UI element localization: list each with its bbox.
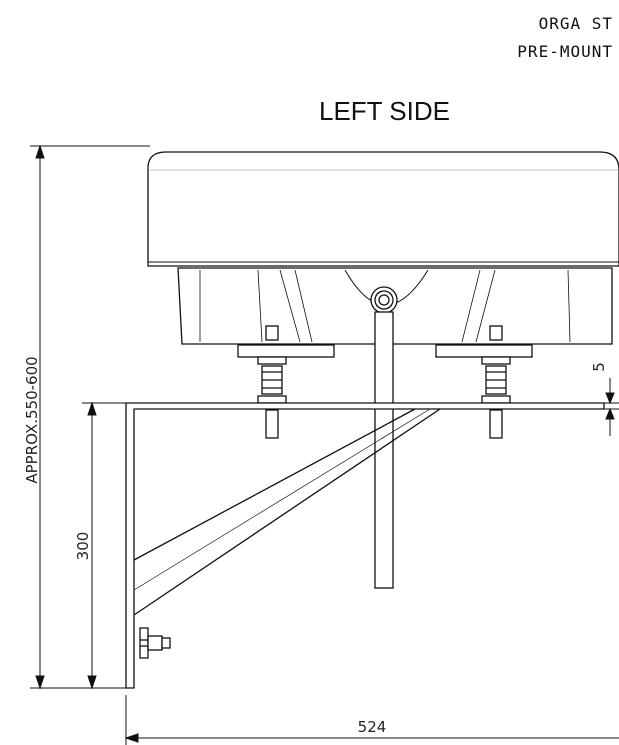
cable-gland — [370, 286, 398, 314]
wall-bolt — [139, 627, 171, 659]
lamp-housing — [147, 151, 619, 267]
bracket-diagonal-brace — [133, 408, 441, 616]
title-block-line-2: PRE-MOUNT — [517, 42, 613, 61]
left-bolt — [257, 325, 287, 439]
right-mounting-foot — [435, 344, 533, 358]
right-bolt — [481, 325, 511, 439]
overall-height-label: APPROX.550-600 — [23, 356, 41, 483]
dimension-plate-thickness — [604, 378, 619, 436]
view-title: LEFT SIDE — [318, 96, 450, 126]
title-block-line-1: ORGA ST — [538, 14, 613, 33]
cable — [374, 311, 394, 589]
bracket-width-label: 524 — [358, 718, 387, 736]
left-mounting-foot — [237, 344, 335, 358]
plate-thickness-label: 5 — [590, 362, 608, 372]
dimension-overall-height — [30, 144, 150, 690]
dimension-bracket-height — [82, 401, 126, 690]
dimension-bracket-width — [124, 695, 619, 745]
bracket-height-label: 300 — [74, 532, 92, 561]
bracket-top-plate — [125, 402, 605, 689]
